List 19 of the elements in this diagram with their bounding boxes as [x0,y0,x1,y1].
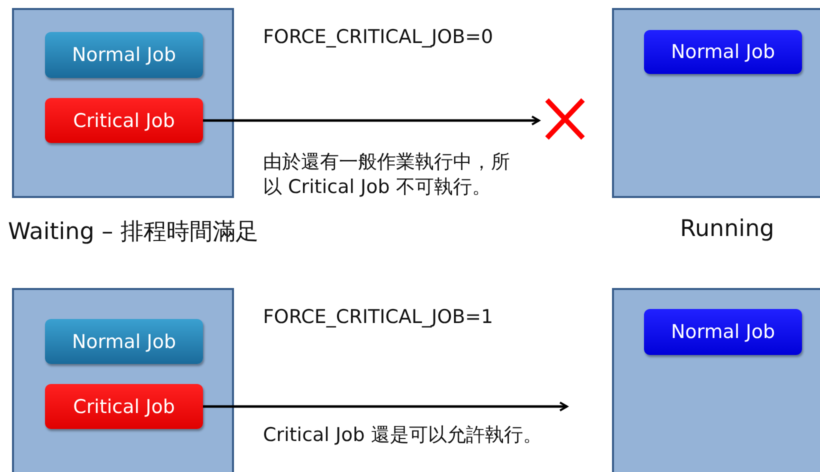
state-panel [612,288,820,472]
note-text: Critical Job 還是可以允許執行。 [263,423,542,448]
job-box: Normal Job [45,32,203,78]
job-box: Normal Job [45,319,203,364]
job-box: Critical Job [45,384,203,429]
state-label: Running [680,216,774,242]
job-box: Normal Job [644,30,802,74]
flag-text: FORCE_CRITICAL_JOB=1 [263,306,494,328]
state-panel [12,288,234,472]
arrow [203,116,540,126]
job-box: Normal Job [644,309,802,355]
note-text: 由於還有一般作業執行中，所以 Critical Job 不可執行。 [263,150,511,200]
flag-text: FORCE_CRITICAL_JOB=0 [263,26,494,48]
state-panel [612,8,820,198]
state-label: Waiting – 排程時間滿足 [8,218,258,247]
job-box: Critical Job [45,98,203,143]
state-panel [12,8,234,198]
cross-icon [543,96,587,142]
arrow [203,402,568,412]
